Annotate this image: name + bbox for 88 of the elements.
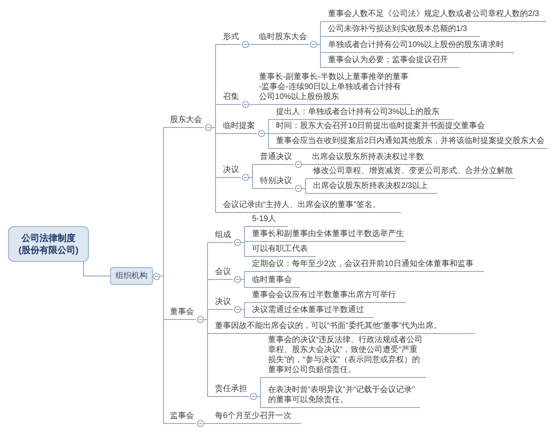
connector-line xyxy=(248,104,256,105)
topic-label: 临时股东大会 xyxy=(255,32,309,45)
topic-label: 单独或者合计持有公司10%以上股份的股东请求时 xyxy=(324,40,514,53)
connector-line xyxy=(215,104,220,105)
connector-line xyxy=(212,44,216,213)
connector-line xyxy=(264,119,269,149)
topic-label: 会议记录由“主持人、出席会议的董事”签名。 xyxy=(219,200,401,213)
connector-line xyxy=(215,177,220,178)
topic-label: 董事会认为必要；监事会提议召开 xyxy=(324,55,460,68)
topic-label: 出席会议股东所持表决权2/3以上 xyxy=(309,181,437,194)
topic-label: 股东大会 xyxy=(166,115,204,128)
connector-line xyxy=(215,44,220,45)
connector-line xyxy=(207,309,212,310)
topic-label: 董事会的决议“违反法律、行政法规或者公司章程、股东大会决议”，致使公司遭受“严重损失”的，“参与决议”（表示同意或弃权）的董事对公司负赔偿责任。 xyxy=(264,335,426,378)
topic-label: 5-19人 xyxy=(248,214,288,227)
topic-label: 临时提案 xyxy=(219,121,257,134)
connector-line xyxy=(252,188,256,189)
topic-label: 董事长和副董事由全体董事过半数选举产生 xyxy=(248,229,406,242)
topic-label: 董事会应当在收到提案后2日内通知其他股东，并将该临时提案提交股东大会 xyxy=(272,136,548,149)
connector-line xyxy=(244,241,248,242)
connector-line xyxy=(305,193,310,194)
connector-line xyxy=(260,407,264,408)
connector-line xyxy=(207,279,212,280)
connector-line xyxy=(215,133,220,134)
connector-line xyxy=(268,133,272,134)
topic-label: 董事会 xyxy=(166,307,196,320)
connector-line xyxy=(244,287,248,288)
connector-line xyxy=(268,148,272,149)
connector-line xyxy=(240,271,245,288)
topic-label: 可以有职工代表 xyxy=(248,244,316,257)
topic-label: 时间：股东大会召开10日前提出临时提案并书面提交董事会 xyxy=(272,121,500,134)
topic-label: 临时董事会 xyxy=(248,275,300,288)
connector-line xyxy=(163,319,166,320)
connector-line xyxy=(163,423,166,424)
connector-line xyxy=(248,44,256,45)
connector-line xyxy=(320,52,324,53)
connector-line xyxy=(248,164,253,189)
topic-label: 召集 xyxy=(219,92,241,105)
topic-label: 监事会 xyxy=(166,411,196,424)
connector-line xyxy=(320,36,324,37)
connector-line xyxy=(244,271,248,272)
connector-line xyxy=(204,242,208,397)
topic-label: 出席会议股东所持表决权过半数 xyxy=(308,152,432,165)
connector-line xyxy=(163,127,166,128)
topic-label: 董事长-副董事长-半数以上董事推举的董事-监事会-连续90日以上单独或者合计持有公司10%以上股份股东 xyxy=(255,72,411,105)
root-topic-box: 公司法律制度(股份有限公司) xyxy=(8,226,89,262)
topic-label: 董事会会议应有过半数董事出席方可举行 xyxy=(248,290,406,303)
topic-label: 决议 xyxy=(211,297,233,310)
connector-line xyxy=(320,67,324,68)
connector-line xyxy=(207,242,212,243)
connector-line xyxy=(268,119,272,120)
topic-label: 提出人：单独或者合计持有公司3%以上的股东 xyxy=(272,107,454,120)
connector-line xyxy=(160,127,164,424)
connector-line xyxy=(302,178,306,194)
topic-label: 会议 xyxy=(211,267,233,280)
connector-line xyxy=(240,302,245,318)
topic-label: 形式 xyxy=(219,32,241,45)
connector-line xyxy=(302,164,308,165)
topic-label: 公司未弥补亏损达到实收股本总额的1/3 xyxy=(324,24,480,37)
connector-line xyxy=(256,377,261,408)
connector-line xyxy=(215,212,220,213)
connector-line xyxy=(83,262,110,276)
topic-label: 定期会议：每年至少2次，会议召开前10日通知全体董事和监事 xyxy=(248,259,484,272)
connector-line xyxy=(305,178,310,179)
topic-box: 组织机构 xyxy=(110,267,153,285)
connector-line xyxy=(260,377,264,378)
topic-label: 普通决议 xyxy=(256,152,294,165)
connector-line xyxy=(252,164,256,165)
topic-label: 董事因故不能出席会议的，可以“书面”委托其他“董事”代为出席。 xyxy=(211,321,475,334)
topic-label: 决议 xyxy=(219,165,241,178)
topic-label: 决议需通过全体董事过半数通过 xyxy=(248,305,374,318)
connector-line xyxy=(316,21,321,68)
connector-line xyxy=(240,226,245,257)
connector-line xyxy=(244,256,248,257)
connector-line xyxy=(244,302,248,303)
topic-label: 每6个月至少召开一次 xyxy=(211,411,301,424)
connector-line xyxy=(320,21,324,22)
topic-label: 责任承担 xyxy=(211,384,249,397)
connector-line xyxy=(204,423,212,424)
connector-line xyxy=(207,396,212,397)
topic-label: 修改公司章程、增资减资、变更公司形式、合并分立解散 xyxy=(309,166,515,179)
topic-label: 董事会人数不足《公司法》规定人数或者公司章程人数的2/3 xyxy=(324,9,546,22)
connector-line xyxy=(244,226,248,227)
topic-label: 特别决议 xyxy=(256,176,294,189)
topic-label: 在表决时曾“表明异议”并“记载于会议记录”的董事可以免除责任。 xyxy=(264,385,420,408)
topic-label: 组成 xyxy=(211,230,233,243)
connector-line xyxy=(244,317,248,318)
connector-line xyxy=(207,333,212,334)
